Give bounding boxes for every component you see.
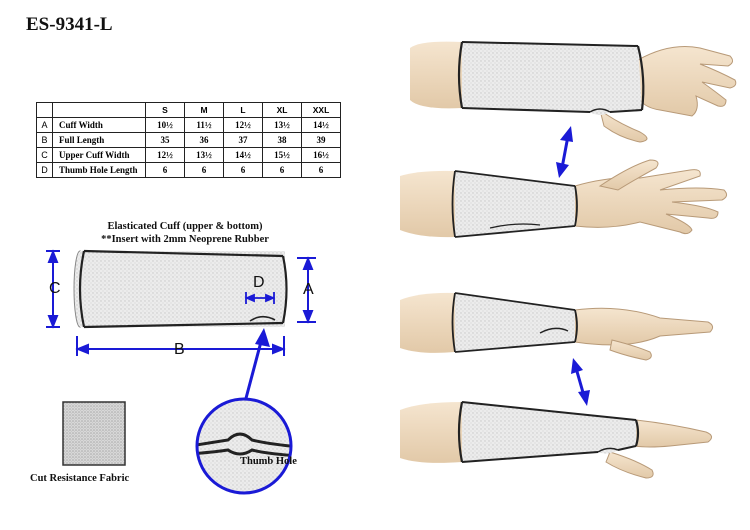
row-letter: A	[36, 117, 53, 133]
rotation-arrow-2	[571, 358, 590, 406]
row-label: Cuff Width	[52, 117, 146, 133]
cell-value: 35	[145, 132, 185, 148]
size-header-m: M	[184, 102, 224, 118]
table-row: C Upper Cuff Width 12½ 13½ 14½ 15½ 16½	[36, 147, 341, 163]
size-table-corner	[36, 102, 53, 118]
dimension-label-c: C	[49, 280, 61, 297]
cuff-note-line-1: Elasticated Cuff (upper & bottom)	[107, 221, 263, 232]
cell-value: 14½	[223, 147, 263, 163]
cell-value: 10½	[145, 117, 185, 133]
dimension-d	[244, 292, 276, 304]
fabric-swatch	[62, 401, 126, 466]
row-label: Full Length	[52, 132, 146, 148]
size-table-header-row: S M L XL XXL	[36, 102, 341, 118]
arm-view-3	[400, 292, 714, 361]
row-label: Upper Cuff Width	[52, 147, 146, 163]
cell-value: 13½	[262, 117, 302, 133]
row-label: Thumb Hole Length	[52, 162, 146, 178]
cuff-note-line-2: **Insert with 2mm Neoprene Rubber	[101, 234, 269, 245]
cell-value: 16½	[301, 147, 341, 163]
zoom-pointer	[243, 328, 270, 403]
size-table: S M L XL XXL A Cuff Width 10½ 11½ 12½ 13…	[36, 102, 341, 178]
size-header-l: L	[223, 102, 263, 118]
rotation-arrow-1	[556, 126, 573, 178]
size-header-s: S	[145, 102, 185, 118]
cell-value: 14½	[301, 117, 341, 133]
table-row: D Thumb Hole Length 6 6 6 6 6	[36, 162, 341, 178]
dimension-c	[46, 249, 60, 329]
cell-value: 13½	[184, 147, 224, 163]
cell-value: 39	[301, 132, 341, 148]
dimension-label-d: D	[253, 274, 265, 291]
cell-value: 37	[223, 132, 263, 148]
cell-value: 6	[145, 162, 185, 178]
product-code: ES-9341-L	[26, 14, 113, 35]
cell-value: 36	[184, 132, 224, 148]
cell-value: 12½	[145, 147, 185, 163]
dimension-b	[75, 336, 286, 356]
thumb-hole-caption: Thumb Hole	[240, 456, 297, 467]
arm-view-2	[400, 159, 728, 238]
row-letter: D	[36, 162, 53, 178]
cell-value: 15½	[262, 147, 302, 163]
thumb-hole-zoom	[195, 397, 293, 495]
row-letter: C	[36, 147, 53, 163]
arm-view-1	[410, 41, 737, 143]
cell-value: 12½	[223, 117, 263, 133]
thumb-hole-slit	[249, 315, 276, 322]
size-header-xxl: XXL	[301, 102, 341, 118]
cell-value: 6	[301, 162, 341, 178]
dimension-label-a: A	[303, 281, 314, 298]
table-row: B Full Length 35 36 37 38 39	[36, 132, 341, 148]
dimension-a	[297, 256, 316, 324]
cell-value: 38	[262, 132, 302, 148]
cell-value: 6	[184, 162, 224, 178]
row-letter: B	[36, 132, 53, 148]
size-header-xl: XL	[262, 102, 302, 118]
cuff-note: Elasticated Cuff (upper & bottom) **Inse…	[60, 220, 310, 246]
size-table-corner-label	[52, 102, 146, 118]
arm-view-4	[400, 401, 712, 479]
cell-value: 6	[262, 162, 302, 178]
sleeve-flat-diagram	[73, 249, 288, 329]
cell-value: 11½	[184, 117, 224, 133]
table-row: A Cuff Width 10½ 11½ 12½ 13½ 14½	[36, 117, 341, 133]
dimension-label-b: B	[174, 341, 185, 358]
cell-value: 6	[223, 162, 263, 178]
fabric-caption: Cut Resistance Fabric	[30, 473, 130, 484]
